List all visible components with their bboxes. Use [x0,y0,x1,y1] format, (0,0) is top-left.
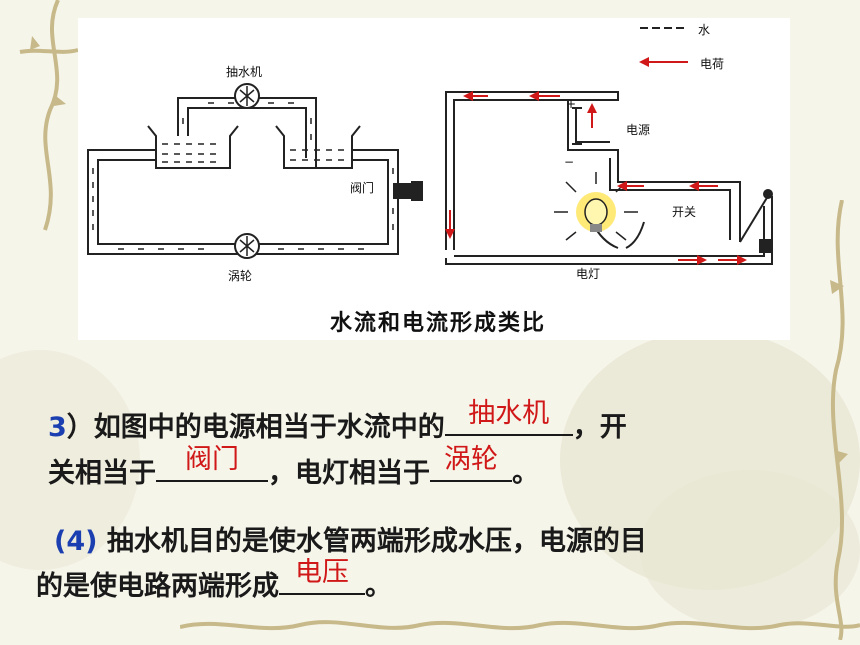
question-4-number: (4) [54,526,98,557]
question-3-number: 3 [48,412,67,443]
vine-decoration-bottom [180,620,860,631]
answer-1: 抽水机 [468,398,550,429]
pump-symbol [239,86,255,106]
turbine-label: 涡轮 [228,269,252,283]
question-3-text-1: ）如图中的电源相当于水流中的 [66,412,445,443]
water-dashes [92,102,394,250]
answer-blank-1: 抽水机 [444,398,573,436]
power-label: 电源 [626,123,650,137]
question-3-line-2: 关相当于阀门 ，电灯相当于涡轮。 [48,444,539,490]
water-circuit [87,83,423,259]
question-4-line-1: (4) 抽水机目的是使水管两端形成水压，电源的目 [54,519,647,558]
answer-3: 涡轮 [444,444,498,475]
legend-charge-label: 电荷 [700,57,724,71]
turbine-symbol [239,236,255,256]
question-4-text-2: 的是使电路两端形成 [36,571,279,602]
battery-symbol [572,107,582,145]
background-blob [640,470,860,630]
light-bulb [554,172,638,241]
question-4-text-3: 。 [365,571,392,602]
answer-4: 电压 [295,557,349,588]
valve-label: 阀门 [350,180,374,195]
question-3-text-5: 。 [512,458,539,489]
answer-2: 阀门 [185,444,239,475]
current-arrows [445,91,747,265]
battery-minus: − [564,155,574,169]
question-4-line-2: 的是使电路两端形成电压。 [36,557,392,603]
vine-decoration-left [19,0,79,231]
question-4-text-1: 抽水机目的是使水管两端形成水压，电源的目 [97,526,647,557]
pump-label: 抽水机 [226,65,262,79]
answer-blank-3: 涡轮 [430,444,512,482]
question-3-text-4: ，电灯相当于 [268,458,430,489]
battery-plus: + [566,97,576,111]
question-3-line-1: 3）如图中的电源相当于水流中的抽水机 ，开 [48,398,627,444]
legend-water-label: 水 [698,23,710,37]
legend: 水 电荷 [639,23,724,71]
answer-blank-4: 电压 [279,557,365,595]
analogy-figure: 水 电荷 [78,18,790,340]
lamp-label: 电灯 [576,267,600,281]
figure-caption: 水流和电流形成类比 [329,311,546,336]
question-3-text-3: 关相当于 [48,458,156,489]
vine-decoration-right [830,200,848,640]
electric-circuit [445,91,773,265]
question-3-text-2: ，开 [572,412,627,443]
switch-label: 开关 [672,205,696,219]
analogy-diagram: 水 电荷 [87,23,773,283]
answer-blank-2: 阀门 [156,444,268,482]
